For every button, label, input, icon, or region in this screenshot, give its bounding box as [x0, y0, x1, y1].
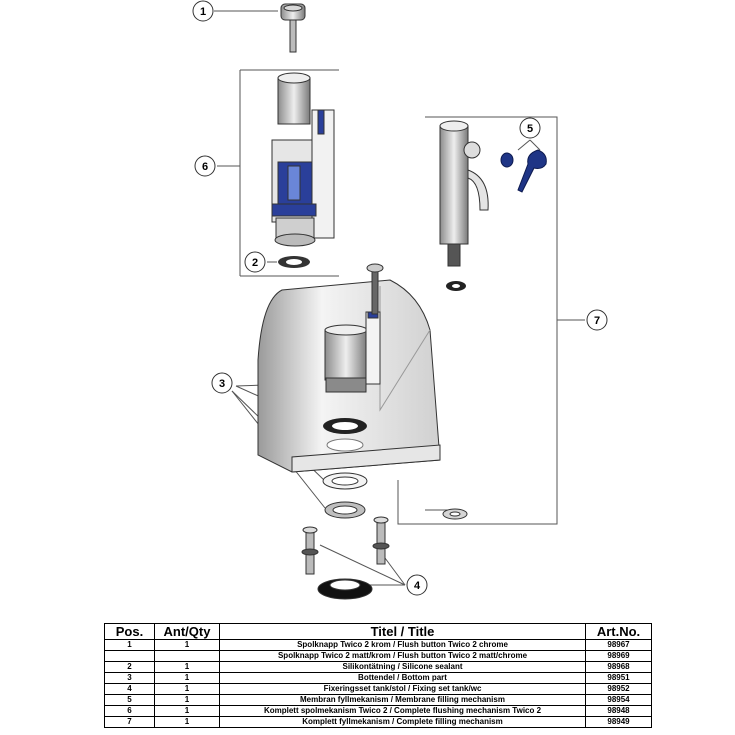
membrane-part: [500, 149, 547, 193]
cell-pos: 6: [104, 705, 155, 717]
cell-pos: 4: [104, 683, 155, 695]
cell-pos: [104, 650, 155, 662]
cell-art-no: 98949: [585, 716, 652, 728]
filling-mechanism-part: [439, 120, 489, 267]
cell-qty: 1: [154, 683, 220, 695]
cell-pos: 5: [104, 694, 155, 706]
flush-button-part: [280, 3, 306, 53]
fixing-set-part: [301, 516, 390, 600]
callout-label: 4: [414, 580, 421, 592]
cell-pos: 3: [104, 672, 155, 684]
cell-title: Komplett fyllmekanism / Complete filling…: [219, 716, 586, 728]
cell-art-no: 98948: [585, 705, 652, 717]
table-row: Spolknapp Twico 2 matt/krom / Flush butt…: [104, 650, 652, 662]
callout-3: 3: [211, 372, 233, 394]
tank-nut-part: [324, 501, 366, 519]
flushing-mechanism-part: [271, 72, 335, 247]
fill-valve-seal-part: [446, 281, 466, 291]
silicone-seal-part: [278, 256, 310, 268]
cell-title: Silikontätning / Silicone sealant: [219, 661, 586, 673]
bottom-part-tank: [257, 263, 441, 473]
callout-2: 2: [244, 251, 266, 273]
cell-qty: 1: [154, 672, 220, 684]
callout-5: 5: [519, 117, 541, 139]
cell-pos: 7: [104, 716, 155, 728]
cell-title: Spolknapp Twico 2 krom / Flush button Tw…: [219, 639, 586, 651]
cell-art-no: 98951: [585, 672, 652, 684]
cell-qty: 1: [154, 694, 220, 706]
header-art-no: Art.No.: [585, 623, 652, 640]
cell-title: Spolknapp Twico 2 matt/krom / Flush butt…: [219, 650, 586, 662]
cell-title: Fixeringsset tank/stol / Fixing set tank…: [219, 683, 586, 695]
cell-qty: 1: [154, 716, 220, 728]
exploded-parts-diagram: 1 6 2 3 4 5 7: [192, 0, 608, 600]
cell-art-no: 98968: [585, 661, 652, 673]
cell-qty: [154, 650, 220, 662]
callout-6: 6: [194, 155, 216, 177]
header-title: Titel / Title: [219, 623, 586, 640]
cell-qty: 1: [154, 661, 220, 673]
cell-pos: 1: [104, 639, 155, 651]
header-pos: Pos.: [104, 623, 155, 640]
callout-label: 5: [527, 123, 533, 135]
callout-1: 1: [192, 0, 214, 22]
callout-label: 6: [202, 161, 208, 173]
fill-valve-nut-part: [442, 508, 468, 520]
leader-lines: [214, 10, 585, 586]
callout-label: 1: [200, 6, 206, 18]
header-qty: Ant/Qty: [154, 623, 220, 640]
callout-label: 7: [594, 315, 600, 327]
tank-washer-part: [322, 472, 368, 490]
cell-title: Bottendel / Bottom part: [219, 672, 586, 684]
tank-seal-part: [323, 418, 367, 434]
cell-qty: 1: [154, 639, 220, 651]
callout-label: 3: [219, 378, 225, 390]
cell-title: Membran fyllmekanism / Membrane filling …: [219, 694, 586, 706]
cell-art-no: 98969: [585, 650, 652, 662]
callout-label: 2: [252, 257, 258, 269]
callout-7: 7: [586, 309, 608, 331]
cell-art-no: 98967: [585, 639, 652, 651]
table-header-row: Pos. Ant/Qty Titel / Title Art.No.: [104, 623, 652, 640]
cell-qty: 1: [154, 705, 220, 717]
cell-title: Komplett spolmekanism Twico 2 / Complete…: [219, 705, 586, 717]
cell-art-no: 98952: [585, 683, 652, 695]
cell-art-no: 98954: [585, 694, 652, 706]
callout-4: 4: [406, 574, 428, 596]
cell-pos: 2: [104, 661, 155, 673]
